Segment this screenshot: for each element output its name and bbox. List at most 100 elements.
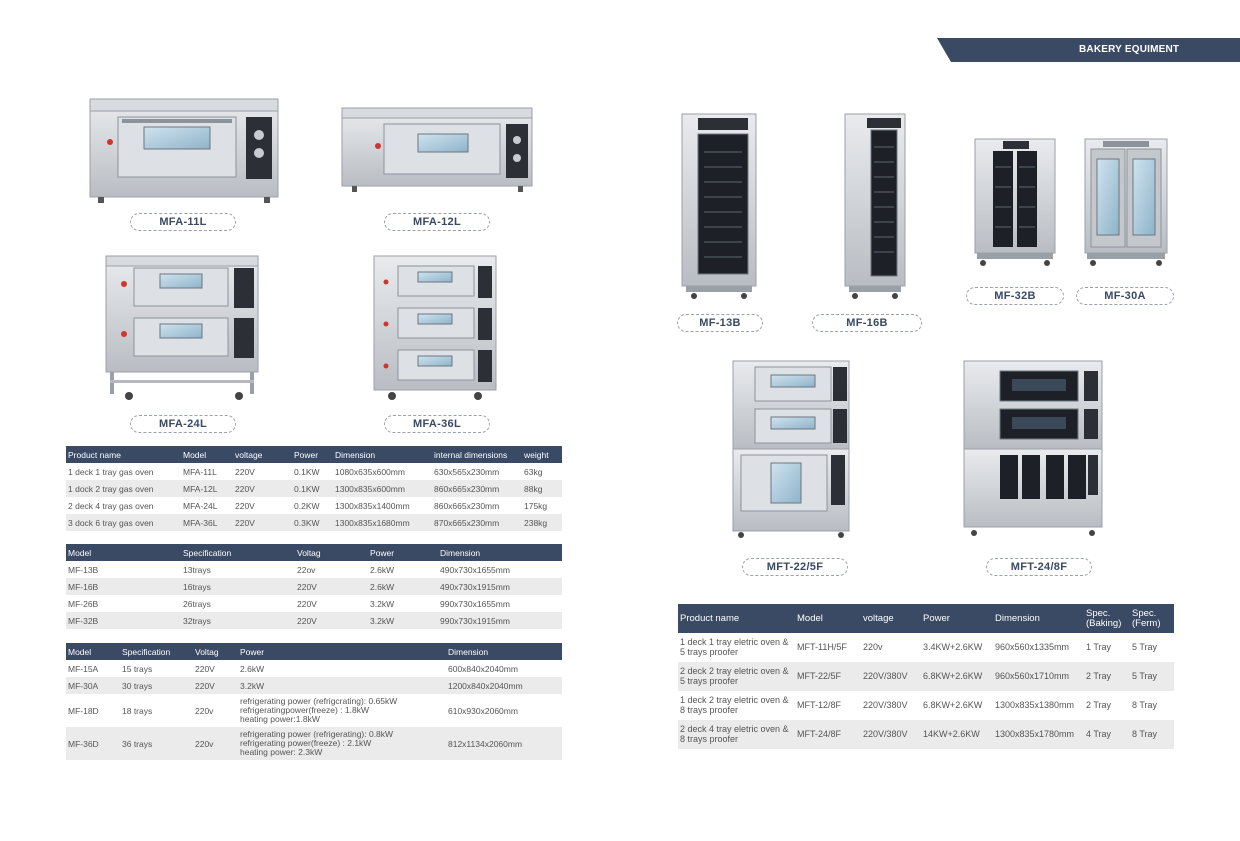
column-header: Voltag bbox=[193, 643, 238, 660]
column-header: Power bbox=[238, 643, 446, 660]
table-cell: 220V bbox=[297, 598, 317, 609]
model-label: MF-30A bbox=[1076, 287, 1174, 305]
table-header-row: Product name Model voltage Power Dimensi… bbox=[678, 604, 1174, 633]
table-cell: 1 deck 1 tray eletric oven & 5 trays pro… bbox=[680, 637, 789, 657]
table-cell: MF-32B bbox=[66, 612, 181, 629]
oven-image-mfa-12l bbox=[341, 107, 533, 192]
table-cell: 1 Tray bbox=[1086, 641, 1112, 652]
table-cell: 8 Tray bbox=[1130, 720, 1174, 749]
column-header: internal dimensions bbox=[432, 446, 522, 463]
table-cell: 2 Tray bbox=[1084, 662, 1130, 691]
table-cell: 220v bbox=[863, 641, 883, 652]
table-cell: 220V/380V bbox=[861, 662, 921, 691]
table-cell: 860x665x230mm bbox=[432, 480, 522, 497]
table-cell: refrigerating power (refrigcrating): 0.6… bbox=[240, 696, 398, 724]
table-cell: 630x565x230mm bbox=[434, 466, 500, 477]
column-header: Model bbox=[66, 544, 181, 561]
column-header: Dimension bbox=[333, 446, 432, 463]
table-cell: 860x665x230mm bbox=[434, 500, 500, 511]
table-cell: 3.2kW bbox=[238, 677, 446, 694]
table-header-row: Product name Model voltage Power Dimensi… bbox=[66, 446, 562, 463]
table-cell: 600x840x2040mm bbox=[448, 663, 518, 674]
table-cell: MFT-11H/5F bbox=[797, 641, 847, 652]
proofer-image-mf-13b bbox=[681, 113, 757, 299]
gas-oven-spec-table: Product name Model voltage Power Dimensi… bbox=[66, 446, 562, 531]
oven-image-mfa-11l bbox=[89, 98, 279, 203]
table-cell: 220V/380V bbox=[861, 720, 921, 749]
table-cell: 4 Tray bbox=[1084, 720, 1130, 749]
oven-image-mfa-36l bbox=[373, 255, 497, 400]
column-header: Model bbox=[795, 604, 861, 633]
table-cell: 2.6kW bbox=[368, 578, 438, 595]
table-cell: 22ov bbox=[297, 564, 316, 575]
table-cell: 220v bbox=[195, 705, 214, 716]
table-cell: 5 Tray bbox=[1132, 641, 1158, 652]
table-cell: MF-16B bbox=[66, 578, 181, 595]
table-cell: 490x730x1655mm bbox=[440, 564, 510, 575]
table-cell: 238kg bbox=[522, 514, 562, 531]
proofer-spec-table: Model Specification Voltag Power Dimensi… bbox=[66, 544, 562, 629]
table-cell: 812x1134x2060mm bbox=[446, 727, 562, 760]
column-header: Dimension bbox=[438, 544, 562, 561]
table-cell: 220V bbox=[195, 663, 215, 674]
column-header: weight bbox=[522, 446, 562, 463]
table-cell: MF-30A bbox=[66, 677, 120, 694]
table-cell: MF-36D bbox=[66, 727, 120, 760]
table-cell: 1300x835x1780mm bbox=[993, 720, 1084, 749]
model-label: MF-32B bbox=[966, 287, 1064, 305]
column-header: Power bbox=[921, 604, 993, 633]
table-cell: 2 deck 4 tray gas oven bbox=[68, 500, 154, 511]
table-cell: MFA-11L bbox=[183, 466, 217, 477]
table-cell: 990x730x1655mm bbox=[440, 598, 510, 609]
table-cell: 3.2kW bbox=[370, 598, 395, 609]
table-cell: 220V bbox=[235, 500, 255, 511]
column-header: Dimension bbox=[993, 604, 1084, 633]
column-header: Model bbox=[181, 446, 233, 463]
section-title: BAKERY EQUIMENT bbox=[1079, 44, 1180, 55]
table-cell: 8 Tray bbox=[1132, 699, 1158, 710]
table-cell: MF-15A bbox=[68, 663, 99, 674]
table-cell: 1 dock 2 tray gas oven bbox=[66, 480, 181, 497]
section-banner: BAKERY EQUIMENT bbox=[937, 38, 1240, 62]
table-cell: 13trays bbox=[183, 564, 211, 575]
model-label: MFT-22/5F bbox=[742, 558, 848, 576]
table-cell: 2.6kW bbox=[370, 564, 395, 575]
table-cell: 1300x835x600mm bbox=[333, 480, 432, 497]
column-header: Spec. (Baking) bbox=[1084, 604, 1130, 633]
table-cell: 63kg bbox=[524, 466, 543, 477]
model-label: MFA-12L bbox=[384, 213, 490, 231]
table-cell: 1300x835x1680mm bbox=[333, 514, 432, 531]
table-cell: 990x730x1915mm bbox=[438, 612, 562, 629]
table-cell: 6.8KW+2.6KW bbox=[921, 662, 993, 691]
table-cell: MFT-24/8F bbox=[795, 720, 861, 749]
table-cell: 88kg bbox=[522, 480, 562, 497]
table-cell: 175kg bbox=[524, 500, 548, 511]
column-header: Model bbox=[66, 643, 120, 660]
table-cell: 3.2kW bbox=[368, 612, 438, 629]
table-cell: 0.2KW bbox=[294, 500, 320, 511]
proofer-image-mf-16b bbox=[844, 113, 906, 299]
column-header: voltage bbox=[233, 446, 292, 463]
table-cell: 1 deck 1 tray gas oven bbox=[68, 466, 154, 477]
model-label: MFA-24L bbox=[130, 415, 236, 433]
table-cell: 1 deck 2 tray eletric oven & 8 trays pro… bbox=[680, 695, 789, 715]
table-cell: 32trays bbox=[181, 612, 295, 629]
column-header: Product name bbox=[678, 604, 795, 633]
column-header: Spec. (Ferm) bbox=[1130, 604, 1174, 633]
table-cell: 220V bbox=[233, 480, 292, 497]
table-cell: MFA-12L bbox=[181, 480, 233, 497]
table-cell: 0.1KW bbox=[294, 466, 320, 477]
table-cell: 2.6kW bbox=[240, 663, 265, 674]
table-cell: 490x730x1915mm bbox=[438, 578, 562, 595]
table-cell: 3 dock 6 tray gas oven bbox=[66, 514, 181, 531]
column-header: voltage bbox=[861, 604, 921, 633]
table-cell: 960x560x1710mm bbox=[993, 662, 1084, 691]
table-row: 1 deck 1 tray eletric oven & 5 trays pro… bbox=[678, 633, 1174, 662]
